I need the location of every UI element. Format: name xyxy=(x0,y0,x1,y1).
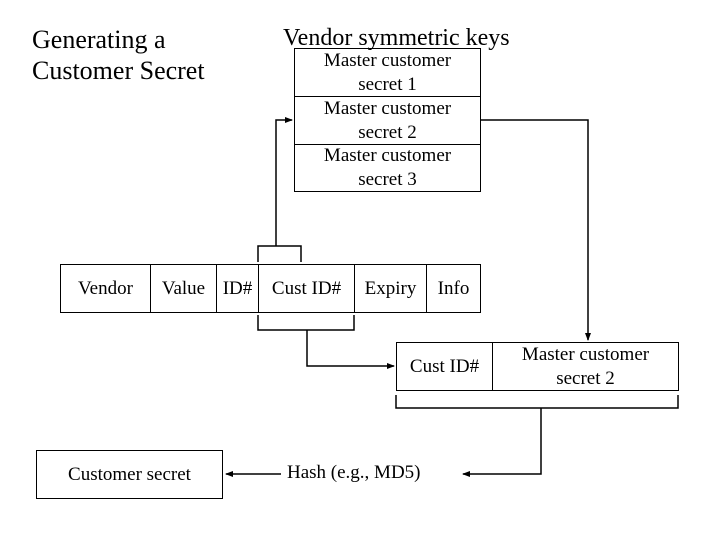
combined-secret-line1: Master customer xyxy=(521,343,650,365)
field-vendor: Vendor xyxy=(61,265,151,312)
vendor-keys-table: Master customer secret 1 Master customer… xyxy=(294,48,481,192)
title-line-1: Generating a xyxy=(32,25,166,54)
arrow-to-master-secret-2 xyxy=(275,117,293,246)
field-info: Info xyxy=(437,277,470,299)
master-secret-1-line2: secret 1 xyxy=(358,73,417,95)
master-secret-2-line1: Master customer xyxy=(323,97,452,119)
field-id: ID# xyxy=(217,265,259,312)
title-line-2: Customer Secret xyxy=(32,56,205,85)
field-cust-id: Cust ID# xyxy=(259,265,355,312)
arrow-to-combined-secret xyxy=(481,119,591,341)
diagram-title: Generating a Customer Secret xyxy=(32,24,205,86)
field-value: Value xyxy=(151,265,217,312)
combined-secret-line2: secret 2 xyxy=(556,367,615,389)
master-secret-1-line1: Master customer xyxy=(323,49,452,71)
arrow-to-hash xyxy=(462,408,542,477)
master-secret-1: Master customer secret 1 xyxy=(295,49,480,97)
customer-secret-box: Customer secret xyxy=(36,450,223,499)
arrow-to-combined-cust-id xyxy=(306,330,395,369)
master-secret-2-line2: secret 2 xyxy=(358,121,417,143)
bracket-top-cust-id xyxy=(257,245,302,262)
master-secret-3-line1: Master customer xyxy=(323,145,452,166)
bracket-bottom-combined xyxy=(395,395,679,409)
master-secret-3-line2: secret 3 xyxy=(358,169,417,190)
master-secret-2: Master customer secret 2 xyxy=(295,97,480,145)
combined-master-secret: Master customer secret 2 xyxy=(493,343,678,390)
vendor-keys-heading: Vendor symmetric keys xyxy=(283,25,510,51)
hash-label: Hash (e.g., MD5) xyxy=(287,462,421,483)
bracket-bottom-cust-id xyxy=(257,315,355,331)
combined-input-box: Cust ID# Master customer secret 2 xyxy=(396,342,679,391)
field-expiry: Expiry xyxy=(355,265,427,312)
master-secret-3: Master customer secret 3 xyxy=(295,145,480,191)
combined-cust-id: Cust ID# xyxy=(397,343,493,390)
record-row: Vendor Value ID# Cust ID# Expiry Info xyxy=(60,264,481,313)
